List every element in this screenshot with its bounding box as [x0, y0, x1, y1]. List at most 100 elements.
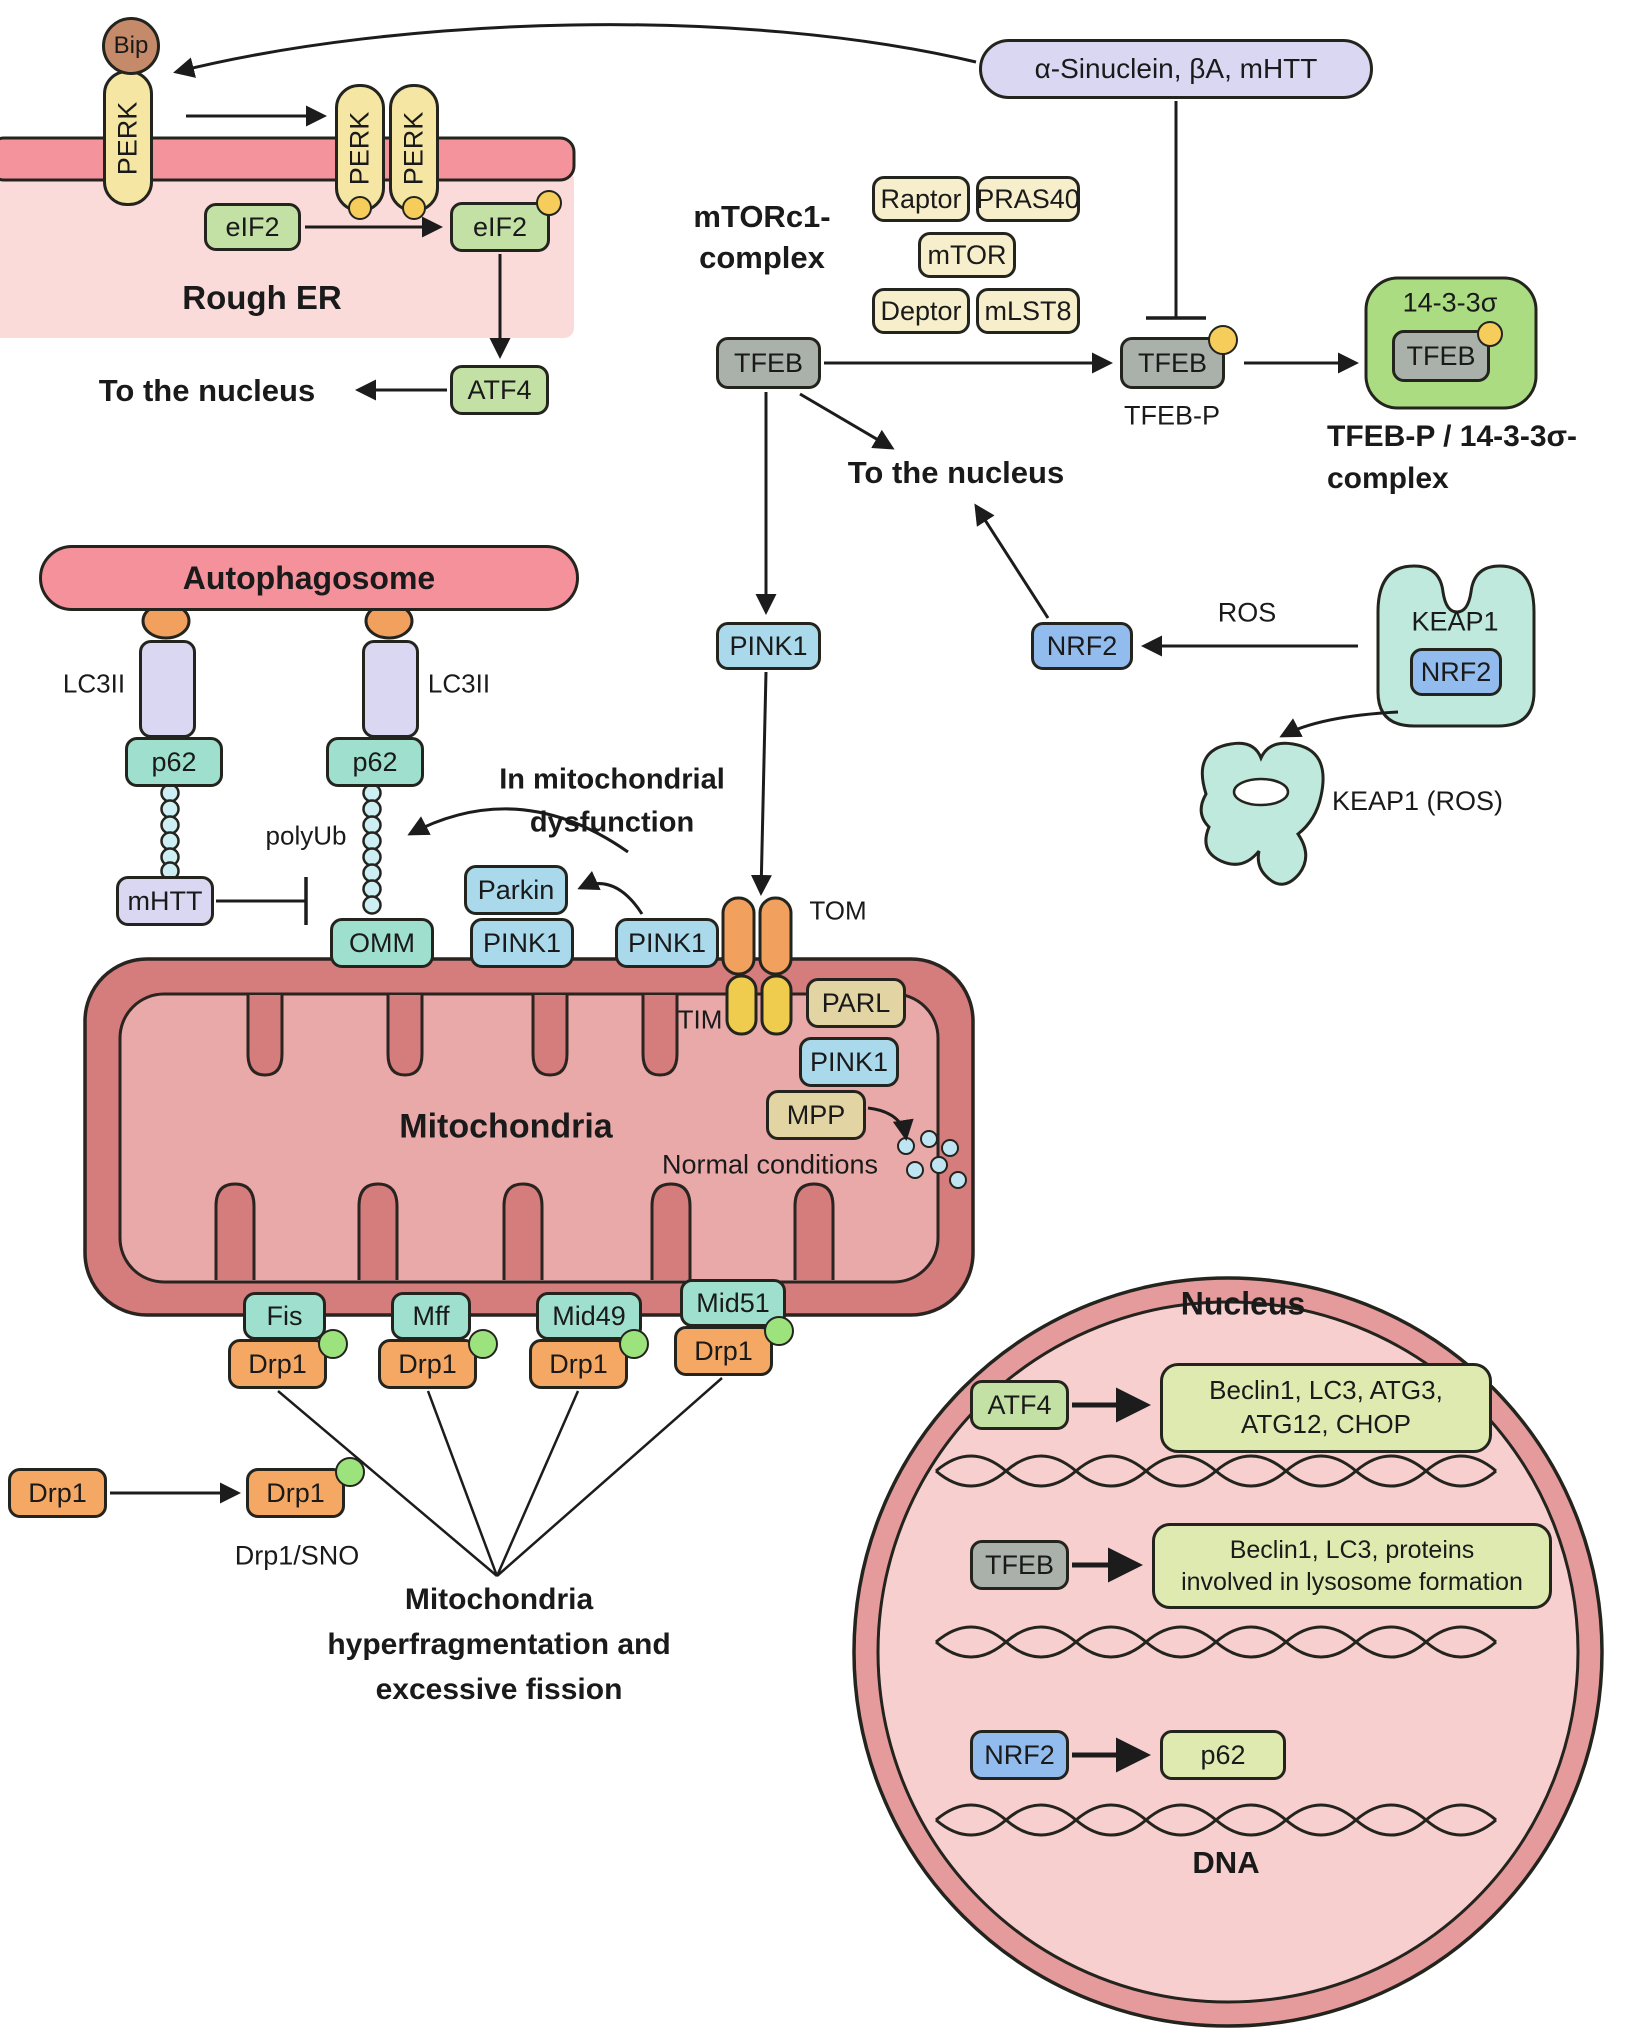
perk-receptor-3: PERK — [389, 84, 439, 212]
mtor-box: mTOR — [918, 232, 1016, 278]
keap1-label: KEAP1 — [1411, 606, 1499, 637]
fission-line-4 — [496, 1377, 723, 1577]
tfeb-p-label: TFEB-P — [1123, 400, 1221, 431]
mhtt-box: mHTT — [116, 876, 214, 926]
tfeb-genes-box: Beclin1, LC3, proteins involved in lysos… — [1152, 1523, 1552, 1609]
fission-label-line1: Mitochondria — [404, 1583, 594, 1616]
degraded-peptide-dots — [897, 1130, 967, 1189]
lc3ii-box-right — [362, 640, 419, 738]
polyub-chain-left — [160, 783, 180, 881]
eif2-phosphorylated-box: eIF2 — [450, 202, 550, 252]
tfeb-box: TFEB — [716, 337, 821, 389]
pink1-box-free: PINK1 — [615, 918, 719, 968]
lc3ii-label-right: LC3II — [427, 668, 491, 699]
dysfunction-label-line1: In mitochondrial — [499, 763, 725, 796]
tom-channel — [721, 896, 793, 976]
mid51-box: Mid51 — [680, 1279, 786, 1327]
mitochondria-shape — [83, 957, 975, 1317]
mtorc1-label-line1: mTORc1- — [693, 199, 831, 234]
tfeb-nucleus-box: TFEB — [970, 1540, 1069, 1590]
nrf2-nucleus-box: NRF2 — [970, 1730, 1069, 1780]
mff-box: Mff — [391, 1292, 471, 1340]
tfeb-complex-label-line2: complex — [1327, 462, 1449, 495]
phosphate-icon — [536, 190, 562, 216]
keap1-ros-label: KEAP1 (ROS) — [1332, 786, 1504, 816]
tom-label: TOM — [809, 895, 867, 926]
lc3ii-label-left: LC3II — [62, 668, 126, 699]
arrow-aggregates-to-bip — [173, 23, 977, 78]
atf4-nucleus-box: ATF4 — [970, 1380, 1069, 1430]
p62-box-right: p62 — [326, 737, 424, 787]
fission-line-3 — [495, 1390, 580, 1577]
normal-conditions-label: Normal conditions — [661, 1149, 879, 1180]
arrow-tfeb-to-nucleus — [799, 392, 895, 450]
dysfunction-label-line2: dysfunction — [529, 806, 695, 839]
arrow-mpp-degradation — [867, 1106, 914, 1141]
pink1-box-omm: PINK1 — [470, 918, 574, 968]
lc3ii-box-left — [139, 640, 196, 738]
pink1-box-ims: PINK1 — [799, 1037, 899, 1087]
p62-box-left: p62 — [125, 737, 223, 787]
drp1-box-4: Drp1 — [674, 1326, 773, 1376]
fis-box: Fis — [243, 1292, 326, 1340]
dna-helix-3 — [935, 1803, 1497, 1837]
arrows-layer — [110, 23, 1399, 1773]
parl-box: PARL — [806, 978, 906, 1028]
dna-helix-1 — [935, 1454, 1497, 1488]
tfeb-genes-line2: involved in lysosome formation — [1181, 1568, 1523, 1596]
mtorc1-label-line2: complex — [699, 240, 825, 275]
drp1-box-1: Drp1 — [228, 1339, 327, 1389]
nrf2-genes-box: p62 — [1160, 1730, 1286, 1780]
tim-label: TIM — [677, 1004, 723, 1035]
arrow-dysfunction-parkin-recruit — [407, 807, 629, 854]
keap1-ros-shape — [1199, 741, 1325, 886]
sno-icon — [335, 1457, 365, 1487]
atf4-genes-line2: ATG12, CHOP — [1240, 1409, 1411, 1439]
mitochondria-title: Mitochondria — [399, 1107, 613, 1146]
tfeb-genes-line1: Beclin1, LC3, proteins — [1229, 1535, 1475, 1564]
deptor-box: Deptor — [872, 288, 970, 334]
tfeb-p-box: TFEB — [1120, 337, 1225, 389]
pras40-box: PRAS40 — [976, 176, 1080, 222]
parkin-box: Parkin — [464, 865, 568, 915]
nrf2-box: NRF2 — [1031, 622, 1133, 670]
sno-icon — [318, 1329, 348, 1359]
atf4-genes-line1: Beclin1, LC3, ATG3, — [1209, 1375, 1443, 1406]
perk-receptor-1: PERK — [103, 70, 153, 206]
arrow-nrf2-to-nucleus — [974, 503, 1050, 619]
omm-box: OMM — [330, 918, 434, 968]
tim-channel — [725, 974, 793, 1036]
drp1-box-2: Drp1 — [378, 1339, 477, 1389]
raptor-box: Raptor — [872, 176, 970, 222]
ros-label: ROS — [1217, 597, 1277, 628]
perk-label: PERK — [398, 111, 429, 185]
phosphate-icon — [402, 196, 426, 220]
atf4-box: ATF4 — [450, 365, 549, 415]
nucleus-title: Nucleus — [1180, 1285, 1306, 1322]
to-nucleus-label-left: To the nucleus — [98, 373, 316, 408]
phosphate-icon — [1208, 325, 1238, 355]
tfeb-complex-label-line1: TFEB-P / 14-3-3σ- — [1327, 420, 1578, 453]
nrf2-in-keap1-box: NRF2 — [1410, 648, 1502, 696]
fourteen-three-three-label: 14-3-3σ — [1402, 287, 1498, 318]
perk-label: PERK — [344, 111, 375, 185]
drp1-free-box: Drp1 — [8, 1468, 107, 1518]
sno-icon — [764, 1316, 794, 1346]
aggregates-box: α-Sinuclein, βA, mHTT — [979, 39, 1373, 99]
fission-line-1 — [277, 1390, 498, 1577]
mlst8-box: mLST8 — [976, 288, 1080, 334]
rough-er-title: Rough ER — [182, 279, 342, 316]
keap1-shape — [1376, 564, 1536, 728]
mpp-box: MPP — [766, 1090, 866, 1140]
phosphate-icon — [1477, 321, 1503, 347]
drp1-sno-box: Drp1 — [246, 1468, 345, 1518]
perk-label: PERK — [112, 101, 143, 175]
autophagosome-anchors — [141, 602, 414, 640]
sno-icon — [468, 1329, 498, 1359]
fission-line-2 — [426, 1390, 499, 1577]
perk-receptor-2: PERK — [335, 84, 385, 212]
to-nucleus-label-mid: To the nucleus — [847, 455, 1065, 490]
arrow-pink1-to-mito — [750, 671, 772, 896]
